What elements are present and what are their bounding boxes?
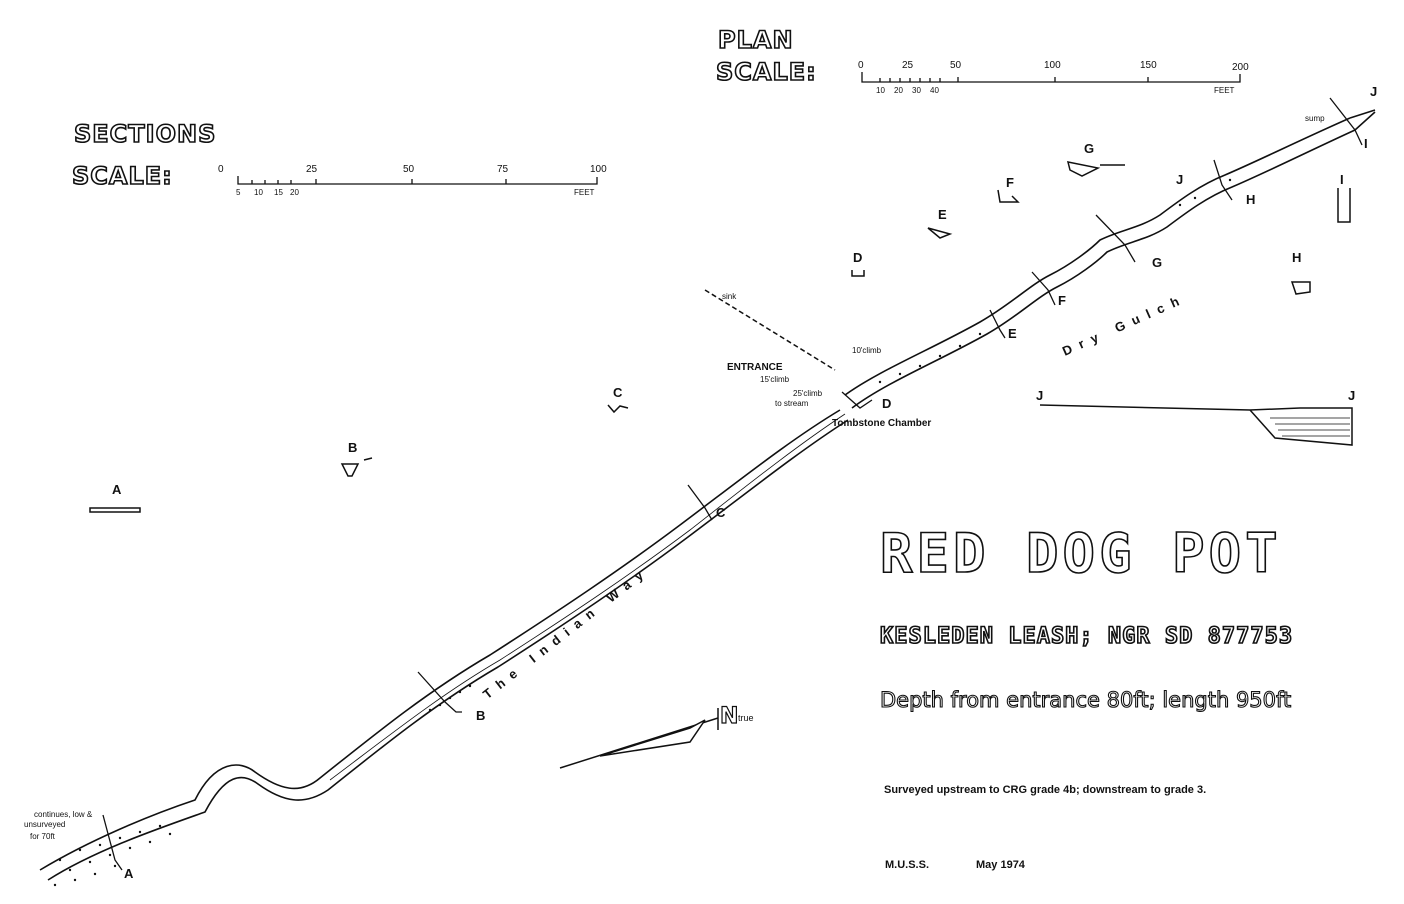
unsurveyed-label: unsurveyed <box>24 820 66 829</box>
plan-minor-20: 20 <box>894 86 903 95</box>
section-g-mark-label: G <box>1152 255 1163 270</box>
plan-tick-200: 200 <box>1232 62 1249 73</box>
main-passage <box>39 409 849 881</box>
section-g-label: G <box>1084 141 1095 156</box>
section-b-label: B <box>348 440 358 455</box>
section-j-mark2-label: J <box>1176 172 1184 187</box>
sections-tick-25: 25 <box>306 164 318 175</box>
section-e-mark-label: E <box>1008 326 1017 341</box>
for-70ft-label: for 70ft <box>30 832 55 841</box>
north-label: N <box>719 703 739 729</box>
sections-tick-0: 0 <box>218 164 224 175</box>
sections-tick-50: 50 <box>403 164 415 175</box>
climb-10-label: 10'climb <box>852 346 882 355</box>
section-j-right-label: J <box>1348 388 1356 403</box>
plan-minor-40: 40 <box>930 86 939 95</box>
survey-location: KESLEDEN LEASH; NGR SD 877753 <box>879 623 1294 650</box>
section-c-mark-label: C <box>716 505 726 520</box>
sections-minor-5: 5 <box>236 188 241 197</box>
section-e-label: E <box>938 207 947 222</box>
entrance-climb-label: 15'climb <box>760 375 790 384</box>
stippled-passage-a <box>53 824 172 887</box>
section-d-shape <box>851 270 865 277</box>
sections-minor-10: 10 <box>254 188 263 197</box>
section-j-water <box>1270 417 1350 437</box>
sink-line <box>704 289 836 371</box>
section-j-mark-label: J <box>1370 84 1378 99</box>
plan-tick-50: 50 <box>950 60 962 71</box>
sections-minor-15: 15 <box>274 188 283 197</box>
section-f-shape <box>997 189 1020 203</box>
section-g-shape <box>1066 161 1125 177</box>
plan-minor-30: 30 <box>912 86 921 95</box>
stippled-passage-b <box>428 684 472 712</box>
survey-grade-note: Surveyed upstream to CRG grade 4b; downs… <box>884 784 1207 796</box>
section-f-mark-label: F <box>1058 293 1066 308</box>
survey-title: RED DOG POT <box>879 521 1282 586</box>
plan-tick-150: 150 <box>1140 60 1157 71</box>
section-b-shape <box>340 457 373 477</box>
section-i-shape <box>1337 188 1351 223</box>
sections-minor-20: 20 <box>290 188 299 197</box>
section-i-label: I <box>1340 172 1344 187</box>
to-stream-label: to stream <box>775 399 809 408</box>
stippled-passage-dry-gulch <box>878 178 1232 384</box>
plan-scale-unit: FEET <box>1214 86 1235 95</box>
section-h-label: H <box>1292 250 1302 265</box>
section-d-mark-label: D <box>882 396 892 411</box>
section-j-shape <box>1039 404 1353 446</box>
section-e-shape <box>927 227 953 239</box>
sink-label: sink <box>722 292 737 301</box>
entrance-label: ENTRANCE <box>727 362 783 373</box>
section-c-label: C <box>613 385 623 400</box>
plan-scale-label: SCALE: <box>715 57 817 87</box>
plan-tick-25: 25 <box>902 60 914 71</box>
survey-date: May 1974 <box>976 859 1025 871</box>
section-j-left-label: J <box>1036 388 1044 403</box>
plan-minor-10: 10 <box>876 86 885 95</box>
section-a-mark-label: A <box>124 866 134 881</box>
section-d-label: D <box>853 250 863 265</box>
sections-tick-100: 100 <box>590 164 607 175</box>
plan-title: PLAN <box>717 25 794 55</box>
climb-25-label: 25'climb <box>793 389 823 398</box>
survey-author: M.U.S.S. <box>885 859 930 871</box>
sections-tick-75: 75 <box>497 164 509 175</box>
section-marks <box>102 97 1363 871</box>
section-a-label: A <box>112 482 122 497</box>
plan-scale-bar <box>861 72 1241 83</box>
section-a-shape <box>89 507 141 513</box>
cross-sections <box>89 161 1353 513</box>
north-arrow <box>559 708 719 769</box>
plan-tick-0: 0 <box>858 60 864 71</box>
section-c-shape <box>607 404 629 414</box>
sections-title: SECTIONS <box>73 119 217 149</box>
tombstone-chamber-label: Tombstone Chamber <box>832 418 932 429</box>
section-h-mark-label: H <box>1246 192 1256 207</box>
section-i-mark-label: I <box>1364 136 1368 151</box>
section-f-label: F <box>1006 175 1014 190</box>
sections-scale-bar <box>237 176 598 185</box>
survey-depth-length: Depth from entrance 80ft; length 950ft <box>879 687 1292 712</box>
dry-gulch-passage <box>844 109 1376 409</box>
north-true-label: true <box>738 713 754 723</box>
plan-tick-100: 100 <box>1044 60 1061 71</box>
continues-label: continues, low & <box>34 810 93 819</box>
sections-scale-unit: FEET <box>574 188 595 197</box>
section-b-mark-label: B <box>476 708 486 723</box>
sump-label: sump <box>1305 114 1325 123</box>
section-h-shape <box>1290 281 1311 295</box>
sections-scale-label: SCALE: <box>71 161 173 191</box>
